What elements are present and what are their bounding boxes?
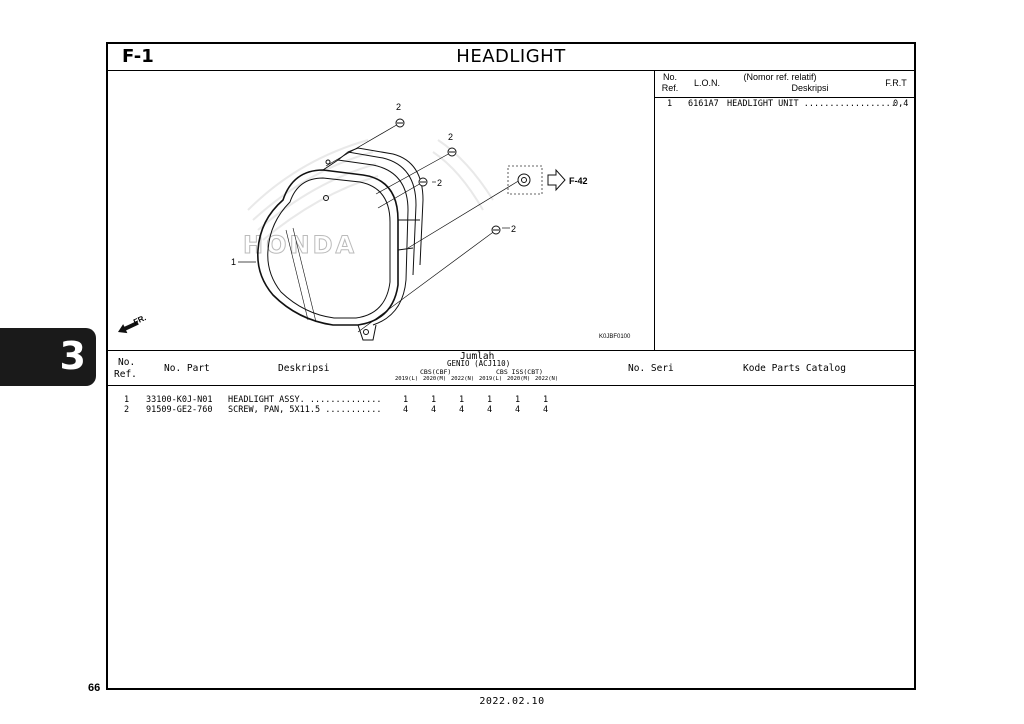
screw-1 [395, 118, 405, 128]
screw-2 [447, 147, 457, 157]
figure-code: K0JBF0100 [599, 334, 631, 340]
row-no: 2 [124, 405, 130, 415]
callout-1: 2 [396, 102, 401, 112]
page-title: HEADLIGHT [456, 46, 566, 67]
row-qty: 1 [431, 395, 437, 405]
title-bar: F-1 HEADLIGHT [108, 44, 914, 71]
row-qty: 1 [403, 395, 409, 405]
section-tab-number: 3 [59, 334, 86, 378]
screw-3 [418, 177, 428, 187]
year-2: 2020(M) [423, 376, 447, 382]
headlight-body [256, 147, 424, 341]
lon-col-desc: Deskripsi [791, 83, 829, 93]
exploded-diagram: HONDA [108, 70, 655, 350]
parts-table-header: No. Ref. No. Part Deskripsi Jumlah GENIO… [108, 351, 914, 386]
row-desc: SCREW, PAN, 5X11.5 ........... [228, 405, 382, 415]
lon-row-desc: HEADLIGHT UNIT .................. [727, 99, 896, 109]
row-qty: 1 [459, 395, 465, 405]
row-qty: 4 [431, 405, 437, 415]
row-qty: 4 [515, 405, 521, 415]
page-frame: F-1 HEADLIGHT HONDA [106, 42, 916, 690]
lon-row-lon: 6161A7 [688, 99, 719, 109]
year-4: 2019(L) [479, 376, 503, 382]
parts-col-serial: No. Seri [628, 363, 674, 374]
lon-table-header: No. Ref. L.O.N. (Nomor ref. relatif) Des… [655, 70, 914, 98]
row-qty: 1 [543, 395, 549, 405]
headlight-illustration: HONDA [118, 102, 588, 341]
lon-row-frt: 0,4 [893, 99, 909, 109]
callout-3: 2 [437, 178, 442, 188]
parts-col-qty: Jumlah [460, 351, 495, 362]
grommet-part [517, 173, 531, 187]
ref-arrow-label: F-42 [569, 176, 588, 186]
grommet-box [507, 165, 543, 195]
lon-col-ref: Ref. [661, 83, 679, 93]
year-1: 2019(L) [395, 376, 419, 382]
parts-model: GENIO (ACJ110) [447, 359, 511, 368]
parts-col-ref: Ref. [114, 369, 137, 380]
lon-col-desc-top: (Nomor ref. relatif) [743, 72, 817, 82]
lon-col-no: No. [662, 72, 677, 82]
screw-parts [395, 118, 501, 235]
parts-col-desc: Deskripsi [278, 363, 330, 374]
ref-arrow-icon [547, 168, 566, 192]
parts-group-b: CBS ISS(CBT) [496, 368, 543, 376]
row-no: 1 [124, 395, 130, 405]
year-5: 2020(M) [507, 376, 531, 382]
year-3: 2022(N) [451, 376, 475, 382]
table-row: 2 91509-GE2-760 SCREW, PAN, 5X11.5 .....… [108, 405, 914, 415]
row-qty: 4 [487, 405, 493, 415]
section-tab: 3 [0, 328, 96, 386]
row-qty: 1 [515, 395, 521, 405]
row-desc: HEADLIGHT ASSY. .............. [228, 395, 382, 405]
page-number: 66 [88, 682, 101, 694]
honda-wing-watermark [247, 139, 494, 241]
parts-table: No. Ref. No. Part Deskripsi Jumlah GENIO… [108, 350, 914, 689]
callout-4: 2 [511, 224, 516, 234]
row-qty: 4 [459, 405, 465, 415]
parts-group-a: CBS(CBF) [420, 368, 452, 376]
footer-date: 2022.02.10 [479, 696, 545, 707]
screw-4 [491, 225, 501, 235]
lon-table: No. Ref. L.O.N. (Nomor ref. relatif) Des… [655, 70, 914, 350]
parts-col-catalog: Kode Parts Catalog [743, 363, 846, 374]
parts-col-part: No. Part [164, 363, 210, 374]
row-qty: 1 [487, 395, 493, 405]
row-part: 91509-GE2-760 [146, 405, 213, 415]
lon-col-lon: L.O.N. [693, 78, 720, 88]
direction-label: FR. [132, 313, 147, 327]
row-part: 33100-K0J-N01 [146, 395, 213, 405]
lon-row-no: 1 [667, 99, 673, 109]
direction-arrow-icon [118, 320, 139, 334]
row-qty: 4 [403, 405, 409, 415]
section-code: F-1 [122, 46, 154, 67]
row-qty: 4 [543, 405, 549, 415]
callout-2: 2 [448, 132, 453, 142]
parts-col-no: No. [118, 357, 136, 368]
callout-5: 1 [231, 257, 236, 267]
year-6: 2022(N) [535, 376, 559, 382]
table-row: 1 33100-K0J-N01 HEADLIGHT ASSY. ........… [108, 395, 914, 405]
lon-col-frt: F.R.T [885, 78, 907, 88]
leader-lines [238, 122, 521, 333]
